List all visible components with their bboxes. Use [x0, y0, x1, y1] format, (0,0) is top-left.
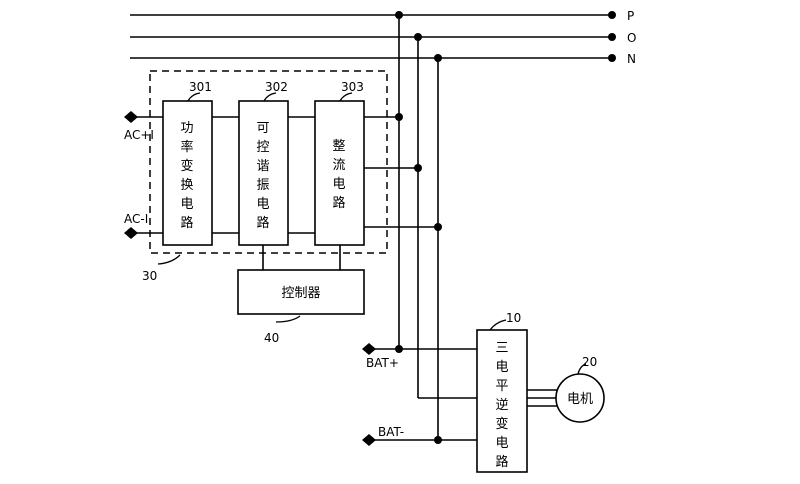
junction-rect-o [414, 164, 422, 172]
motor-label: 电机 [567, 392, 593, 407]
controller-block [237, 269, 365, 315]
ref-302: 302 [265, 80, 288, 94]
inverter-block [476, 329, 528, 473]
ref-303-leader [339, 92, 353, 102]
ac-plus-label: AC+I [124, 128, 154, 142]
bat-plus-terminal-icon [362, 343, 376, 355]
resonant-block [238, 100, 289, 246]
power-conversion-block [162, 100, 213, 246]
ref-20-leader [577, 363, 587, 375]
junction-rect-n [434, 223, 442, 231]
inverter-label: 三电平逆变电路 [495, 341, 508, 470]
charger-group-ref: 30 [142, 269, 157, 283]
ref-301: 301 [189, 80, 212, 94]
ref-10-leader [489, 319, 507, 331]
ref-10: 10 [506, 311, 521, 325]
bus-label-n: N [627, 52, 636, 66]
junction-p-top [395, 11, 403, 19]
junction-o-top [414, 33, 422, 41]
ac-plus-terminal-icon [124, 111, 138, 123]
bus-label-o: O [627, 31, 636, 45]
bat-minus-label: BAT- [378, 425, 404, 439]
junction-n-top [434, 54, 442, 62]
ref-302-leader [263, 92, 277, 102]
rectifier-label: 整流电路 [332, 139, 345, 211]
bus-terminal-n [608, 54, 616, 62]
junction-bat-minus [434, 436, 442, 444]
charger-group-outline [149, 70, 388, 254]
ac-minus-terminal-icon [124, 227, 138, 239]
junction-rect-p [395, 113, 403, 121]
ref-20: 20 [582, 355, 597, 369]
ref-40-leader [275, 315, 301, 323]
ref-40: 40 [264, 331, 279, 345]
resonant-label: 可控谐振电路 [256, 121, 269, 231]
bat-plus-label: BAT+ [366, 356, 399, 370]
ref-303: 303 [341, 80, 364, 94]
controller-label: 控制器 [281, 286, 320, 301]
motor-circle [555, 373, 605, 423]
bat-minus-terminal-icon [362, 434, 376, 446]
charger-group-leader [157, 254, 181, 265]
bus-terminal-p [608, 11, 616, 19]
bus-terminal-o [608, 33, 616, 41]
bus-label-p: P [627, 9, 634, 23]
rectifier-block [314, 100, 365, 246]
ref-301-leader [187, 92, 201, 102]
power-conversion-label: 功率变换电路 [180, 121, 193, 231]
ac-minus-label: AC-I [124, 212, 148, 226]
junction-bat-plus [395, 345, 403, 353]
